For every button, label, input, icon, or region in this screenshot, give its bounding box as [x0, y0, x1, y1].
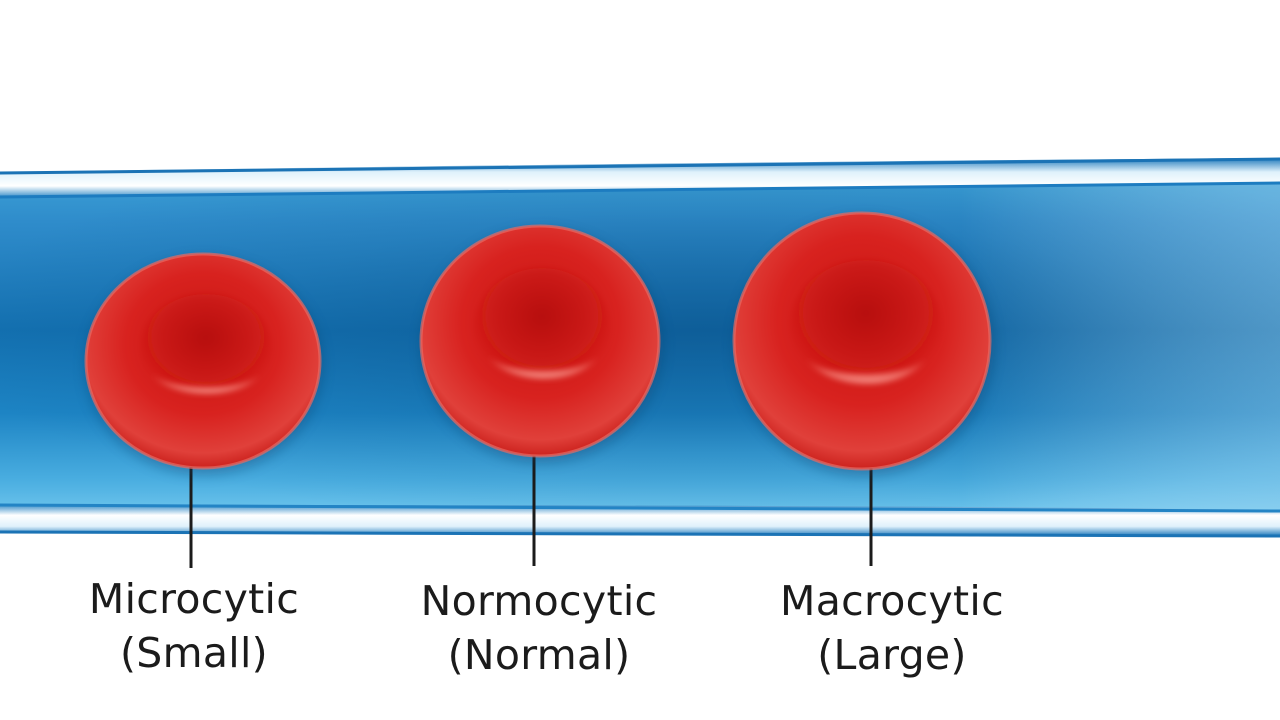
- vessel-wall-top-edge: [0, 157, 1280, 175]
- vessel-wall-bottom-edge: [0, 530, 1280, 538]
- vessel-wall-bottom-inner-edge: [0, 503, 1280, 513]
- cell-size-descriptor: (Small): [120, 629, 268, 677]
- red-blood-cell-macrocytic: [732, 211, 994, 476]
- red-blood-cell-normocytic: [419, 224, 663, 463]
- vessel-wall-bottom: [0, 504, 1280, 536]
- cell-type-name: Microcytic: [88, 575, 300, 623]
- label-normocytic: Normocytic (Normal): [359, 574, 719, 682]
- label-macrocytic: Macrocytic (Large): [712, 574, 1072, 682]
- cell-size-descriptor: (Normal): [447, 631, 631, 679]
- cell-size-descriptor: (Large): [817, 631, 967, 679]
- red-blood-cell-microcytic: [84, 252, 323, 475]
- cell-type-name: Normocytic: [420, 577, 658, 625]
- label-microcytic: Microcytic (Small): [14, 572, 374, 680]
- cell-type-name: Macrocytic: [780, 577, 1004, 625]
